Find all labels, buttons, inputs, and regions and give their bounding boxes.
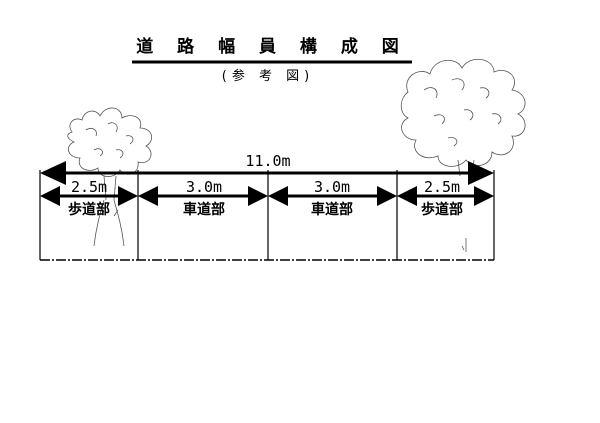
segment-arrowhead-right-2-icon: [248, 186, 268, 206]
segment-arrowhead-left-2-icon: [138, 186, 158, 206]
tree-illustration-right-icon: [400, 59, 526, 252]
total-width-label: 11.0m: [245, 152, 290, 170]
total-arrowhead-left-icon: [40, 161, 66, 185]
segment-zone-label-2: 車道部: [183, 201, 225, 218]
segment-zone-label-1: 歩道部: [68, 201, 110, 218]
segment-zone-label-3: 車道部: [311, 201, 353, 218]
segment-zone-label-4: 歩道部: [421, 201, 463, 218]
segment-arrowhead-right-4-icon: [474, 186, 494, 206]
diagram-subtitle: (参 考 図): [222, 68, 314, 84]
segment-width-label-3: 3.0m: [314, 178, 350, 196]
dimension-layer: [39, 161, 495, 261]
segment-arrowhead-left-1-icon: [40, 186, 60, 206]
segment-arrowhead-right-1-icon: [118, 186, 138, 206]
segment-arrowhead-right-3-icon: [377, 186, 397, 206]
tree-illustration-left-icon: [67, 107, 153, 247]
total-arrowhead-right-icon: [468, 161, 494, 185]
segment-width-label-4: 2.5m: [424, 178, 460, 196]
segment-arrowhead-left-3-icon: [268, 186, 288, 206]
segment-width-label-1: 2.5m: [71, 178, 107, 196]
segment-arrowhead-left-4-icon: [397, 186, 417, 206]
diagram-title: 道 路 幅 員 構 成 図: [136, 36, 408, 57]
segment-width-label-2: 3.0m: [186, 178, 222, 196]
